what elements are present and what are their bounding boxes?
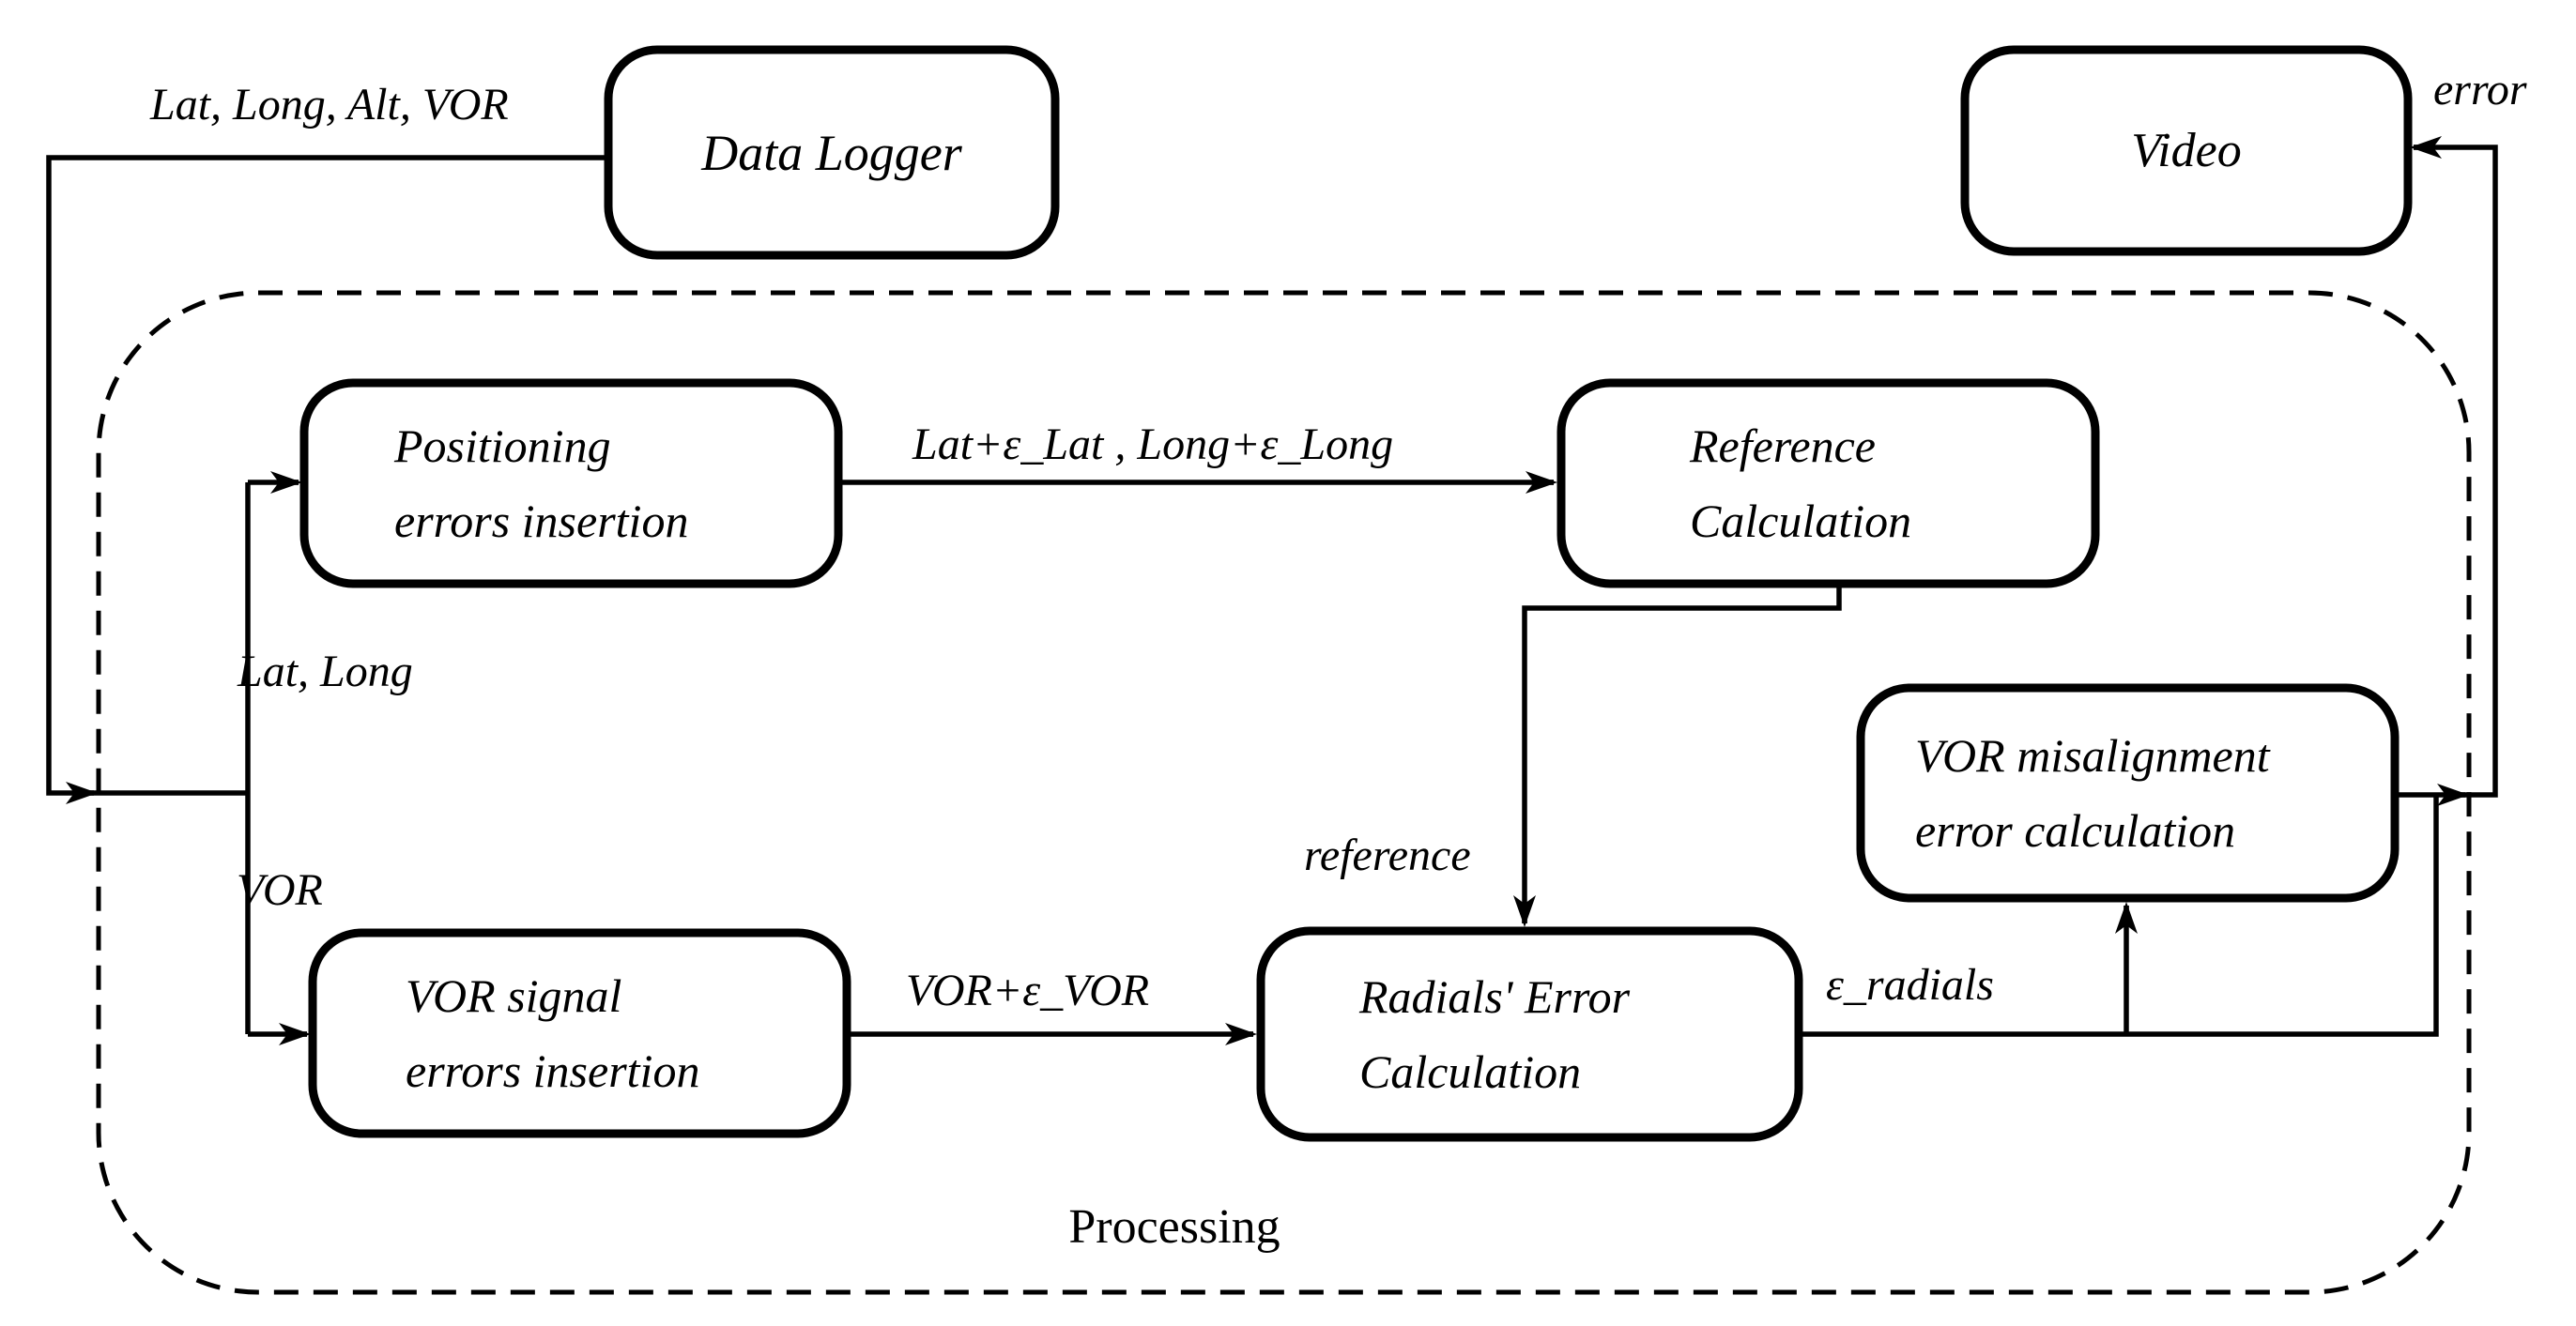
video-box [1960, 45, 2413, 256]
positioning-errors-box [299, 378, 843, 588]
edge-radials-output [1799, 795, 2439, 1037]
edge-datalogger-to-junction [46, 155, 608, 796]
vor-misalignment-box [1856, 683, 2400, 903]
radials-error-box [1256, 926, 1803, 1142]
edge-reference-to-radials [1522, 584, 1842, 923]
vor-signal-errors-box [308, 928, 851, 1138]
reference-calculation-box [1556, 378, 2100, 588]
edge-error-to-video [2395, 145, 2498, 798]
data-logger-box [604, 45, 1060, 260]
